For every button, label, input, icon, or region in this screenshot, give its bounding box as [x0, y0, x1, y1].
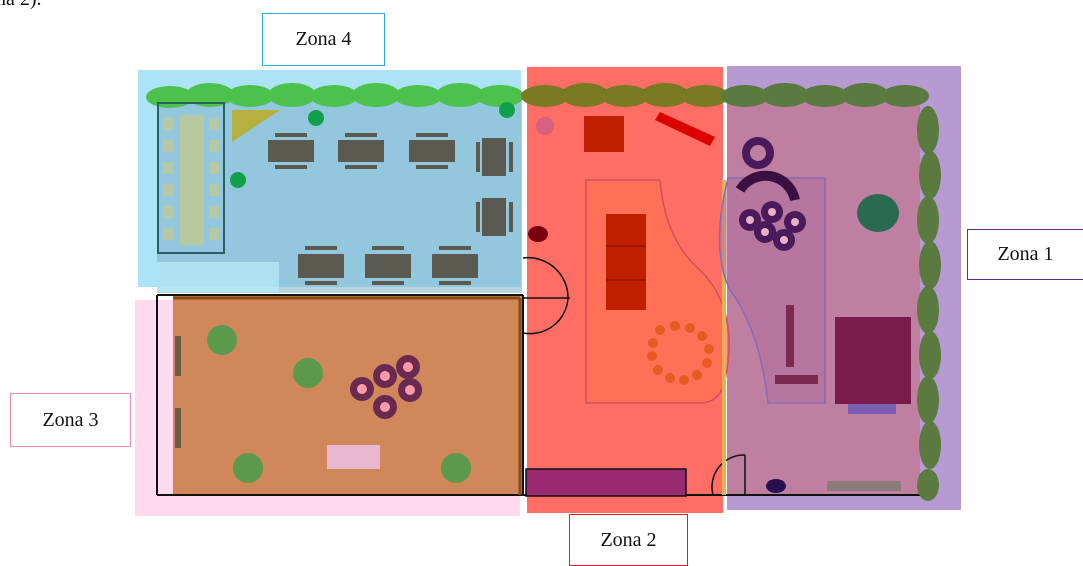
hedge [146, 83, 524, 108]
zona-2-label: Zona 2 [569, 514, 688, 566]
zona-3-label: Zona 3 [10, 393, 131, 447]
zona-1-label: Zona 1 [967, 229, 1083, 280]
caption-fragment: na 2). [0, 0, 42, 11]
zona-3-furniture [175, 325, 471, 483]
zona-2-furniture [525, 112, 730, 497]
door-swings [522, 256, 746, 496]
zona-1-furniture [718, 137, 911, 493]
zona-4-label: Zona 4 [262, 13, 385, 66]
hedge-zone2 [521, 83, 729, 107]
zona-4-light-strip [157, 262, 279, 292]
hedge-zone1 [721, 83, 941, 501]
zona-4-furniture [157, 102, 515, 285]
walls [156, 294, 920, 496]
